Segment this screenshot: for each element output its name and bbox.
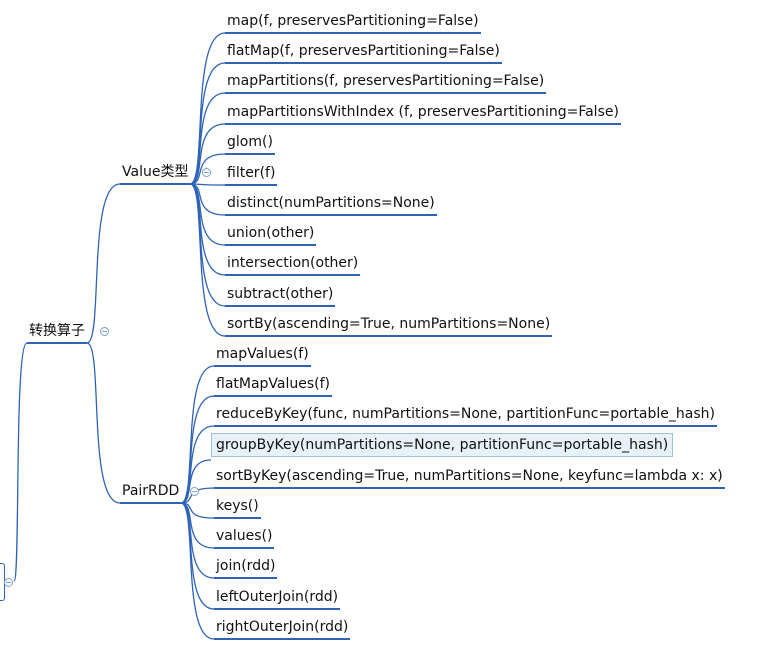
connector-g1-leaf — [180, 365, 215, 504]
leaf-glom[interactable]: glom() — [225, 134, 275, 155]
leaf-flatmap[interactable]: flatMap(f, preservesPartitioning=False) — [225, 43, 502, 64]
root-node-transform-operators[interactable]: 转换算子 — [27, 323, 87, 344]
leaf-keys[interactable]: keys() — [214, 498, 261, 519]
collapse-circle-icon[interactable] — [190, 487, 199, 496]
leaf-map[interactable]: map(f, preservesPartitioning=False) — [225, 13, 481, 34]
connector-root-g1 — [86, 342, 121, 504]
connector-g0-leaf — [189, 183, 226, 276]
leaf-flatmapvalues[interactable]: flatMapValues(f) — [214, 376, 333, 397]
connector-g0-leaf — [189, 62, 226, 185]
leaf-sortby[interactable]: sortBy(ascending=True, numPartitions=Non… — [225, 316, 553, 337]
connector-g1-leaf — [180, 502, 215, 610]
collapse-circle-icon[interactable] — [100, 327, 109, 336]
connector-g0-leaf — [189, 123, 226, 185]
branch-value-type[interactable]: Value类型 — [120, 164, 191, 185]
leaf-subtract[interactable]: subtract(other) — [225, 286, 336, 307]
leaf-reducebykey[interactable]: reduceByKey(func, numPartitions=None, pa… — [214, 406, 717, 427]
connector-g1-leaf — [180, 425, 215, 504]
connector-g0-leaf — [189, 92, 226, 185]
leaf-rightouterjoin[interactable]: rightOuterJoin(rdd) — [214, 619, 351, 640]
leaf-leftouterjoin[interactable]: leftOuterJoin(rdd) — [214, 589, 341, 610]
connector-g1-leaf — [180, 502, 215, 640]
collapse-circle-icon[interactable] — [202, 168, 211, 177]
connector-g0-leaf — [189, 183, 226, 216]
connector-root-g0 — [86, 183, 121, 344]
leaf-mappartitions[interactable]: mapPartitions(f, preservesPartitioning=F… — [225, 73, 547, 94]
connector-g1-leaf — [180, 459, 212, 504]
leaf-mappartitionswithindex[interactable]: mapPartitionsWithIndex (f, preservesPart… — [225, 104, 621, 125]
connector-g1-leaf — [180, 395, 215, 504]
leaf-sortbykey[interactable]: sortByKey(ascending=True, numPartitions=… — [214, 468, 725, 489]
connector-g0-leaf — [189, 153, 226, 185]
connector-parent-root — [13, 342, 28, 582]
collapse-circle-icon[interactable] — [4, 578, 13, 587]
leaf-groupbykey-selected[interactable]: groupByKey(numPartitions=None, partition… — [211, 433, 674, 457]
leaf-distinct[interactable]: distinct(numPartitions=None) — [225, 195, 437, 216]
connector-g0-leaf — [189, 32, 226, 185]
leaf-mapvalues[interactable]: mapValues(f) — [214, 346, 311, 367]
connector-g1-leaf — [180, 487, 215, 504]
branch-pair-rdd[interactable]: PairRDD — [120, 483, 182, 504]
connector-g0-leaf — [189, 183, 226, 337]
leaf-filter[interactable]: filter(f) — [225, 165, 278, 186]
leaf-intersection[interactable]: intersection(other) — [225, 255, 361, 276]
leaf-union[interactable]: union(other) — [225, 225, 317, 246]
leaf-join[interactable]: join(rdd) — [214, 558, 278, 579]
leaf-values[interactable]: values() — [214, 528, 275, 549]
